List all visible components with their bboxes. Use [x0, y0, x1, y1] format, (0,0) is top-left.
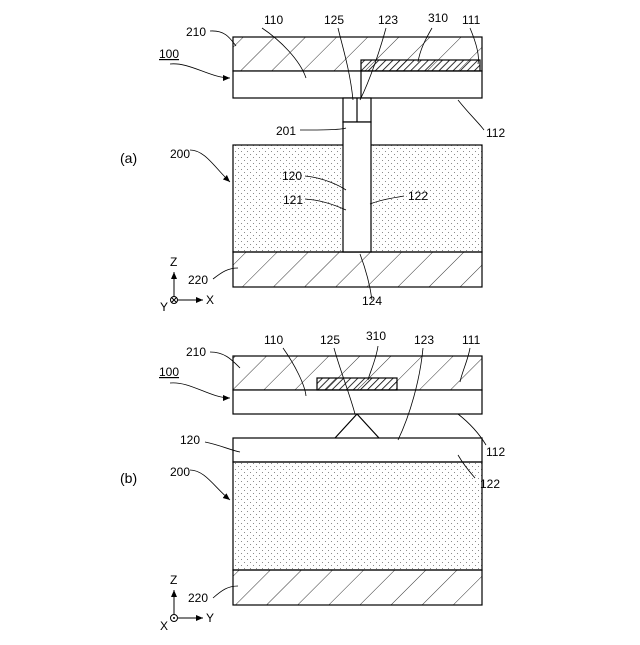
- arrow-100-a: [170, 64, 230, 78]
- ref-120-a: 120: [282, 169, 302, 183]
- body-200-b: [233, 462, 482, 570]
- arrow-200-b: [190, 470, 230, 500]
- ref-122-a: 122: [408, 189, 428, 203]
- panel-a: (a) 210 110 125 123 310: [120, 11, 505, 314]
- axis-y-a: Y: [160, 300, 168, 314]
- ref-122-b: 122: [480, 477, 500, 491]
- panel-b: (b) 210 110 125 310 123 111 100 112: [120, 329, 505, 633]
- ref-310-b: 310: [366, 329, 386, 343]
- ref-200-a: 200: [170, 147, 190, 161]
- leader-112-a: [458, 100, 484, 130]
- substrate-110-a: [233, 71, 482, 98]
- axis-x-a: X: [206, 293, 214, 307]
- ref-110-a: 110: [264, 13, 283, 27]
- arrow-100-b: [170, 383, 230, 398]
- substrate-110-b: [233, 390, 482, 414]
- ref-110-b: 110: [264, 333, 283, 347]
- ref-125-b: 125: [320, 333, 340, 347]
- axis-y-b: Y: [206, 611, 214, 625]
- ref-125-a: 125: [324, 13, 344, 27]
- pillar-120-a: [343, 122, 371, 252]
- panel-a-label: (a): [120, 150, 137, 166]
- ref-123-b: 123: [414, 333, 434, 347]
- axis-z-a: Z: [170, 255, 177, 269]
- ref-100-b: 100: [159, 365, 179, 379]
- contact-125-b: [335, 414, 379, 438]
- ref-111-a: 111: [462, 13, 481, 27]
- element-310-b: [317, 378, 397, 390]
- layer-120-b: [233, 438, 482, 462]
- ref-124-a: 124: [362, 294, 382, 308]
- ref-220-a: 220: [188, 273, 208, 287]
- panel-b-label: (b): [120, 470, 137, 486]
- leader-210-a: [210, 31, 236, 46]
- ref-100-a: 100: [159, 47, 179, 61]
- ref-220-b: 220: [188, 591, 208, 605]
- ref-112-a: 112: [486, 126, 505, 140]
- ref-120-b: 120: [180, 433, 200, 447]
- ref-121-a: 121: [283, 193, 303, 207]
- ref-112-b: 112: [486, 445, 505, 459]
- ref-200-b: 200: [170, 465, 190, 479]
- axis-z-b: Z: [170, 573, 177, 587]
- ref-111-b: 111: [462, 333, 481, 347]
- ref-310-a: 310: [428, 11, 448, 25]
- element-310-a: [361, 60, 480, 71]
- ref-201-a: 201: [276, 124, 296, 138]
- leader-201-a: [300, 128, 346, 130]
- ref-123-a: 123: [378, 13, 398, 27]
- ref-210-b: 210: [186, 345, 206, 359]
- layer-220-b: [233, 570, 482, 605]
- arrow-200-a: [190, 150, 230, 182]
- ref-210-a: 210: [186, 25, 206, 39]
- axis-x-b: X: [160, 619, 168, 633]
- layer-220-a: [233, 252, 482, 287]
